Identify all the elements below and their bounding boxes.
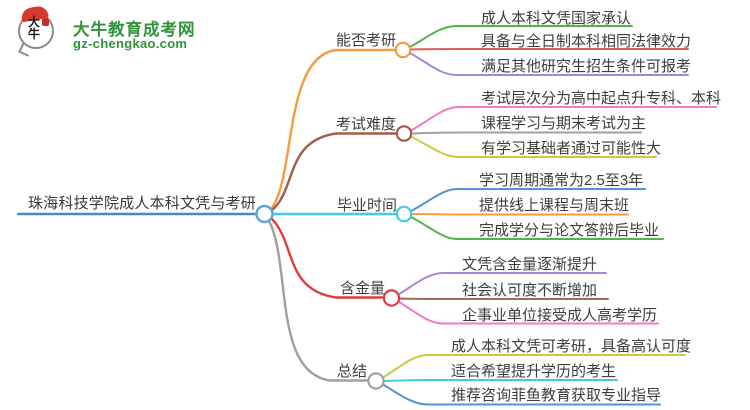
branch-line-summary [266,217,370,382]
site-logo[interactable]: 大 牛 大牛教育成考网 gz-chengkao.com [16,4,201,57]
subtopic-label[interactable]: 社会认可度不断增加 [462,282,598,299]
subtopic-label[interactable]: 具备与全日制本科相同法律效力 [481,33,692,50]
subtopic-label[interactable]: 学习周期通常为2.5至3年 [479,172,644,189]
subtopic-label[interactable]: 推荐咨询菲鱼教育获取专业指导 [451,387,662,404]
branch-line-difficulty [269,132,398,213]
subtopic-label[interactable]: 成人本科文凭国家承认 [481,10,632,27]
branch-node-circle[interactable] [395,125,413,142]
branch-node-circle[interactable] [382,289,401,307]
logo-char-bottom: 牛 [27,27,40,41]
subtopic-line [382,354,686,379]
subtopic-line [409,25,633,48]
branch-node-circle[interactable] [367,372,385,390]
branch-line-can-apply [269,48,397,211]
subtopic-line [410,106,717,132]
subtopic-label[interactable]: 文凭含金量逐渐提升 [462,256,598,273]
branch-node-circle[interactable] [394,41,412,59]
subtopic-line [409,52,689,76]
subtopic-label[interactable]: 提供线上课程与周末班 [479,197,630,214]
branch-topic-graduation-time[interactable]: 毕业时间 [337,197,398,214]
subtopic-line [410,135,657,158]
subtopic-line [398,297,609,300]
brand-url: gz-chengkao.com [73,36,188,51]
subtopic-line [410,188,646,212]
branch-topic-difficulty[interactable]: 考试难度 [336,116,397,133]
logo-calligraphy-text: 大 牛 [18,16,50,40]
branch-topic-value[interactable]: 含金量 [340,280,386,297]
brand-name: 大牛教育成考网 [73,21,196,39]
branch-node-circle[interactable] [395,205,413,223]
branch-topic-can-apply[interactable]: 能否考研 [336,32,397,49]
subtopic-label[interactable]: 完成学分与论文答辩后毕业 [479,222,660,239]
logo-seal-icon [42,18,49,26]
subtopic-line [397,300,659,325]
subtopic-label[interactable]: 成人本科文凭可考研，具备高认可度 [451,338,692,355]
logo-char-top: 大 [27,15,40,29]
subtopic-label[interactable]: 满足其他研究生招生条件可报考 [481,58,692,75]
branch-topic-summary[interactable]: 总结 [337,363,368,380]
subtopic-line [397,272,607,296]
subtopic-line [410,216,664,240]
subtopic-label[interactable]: 企事业单位接受成人高考学历 [462,307,658,324]
subtopic-line [409,48,689,51]
root-node-circle[interactable] [255,204,274,224]
subtopic-line [382,383,661,406]
subtopic-label[interactable]: 适合希望提升学历的考生 [451,363,617,380]
central-topic[interactable]: 珠海科技学院成人本科文凭与考研 [27,195,256,212]
subtopic-label[interactable]: 考试层次分为高中起点升专科、本科 [481,90,722,107]
branch-line-value [269,216,385,299]
subtopic-line [410,131,642,135]
subtopic-label[interactable]: 有学习基础者通过可能性大 [481,140,662,157]
subtopic-line [410,213,629,216]
subtopic-line [382,379,618,382]
subtopic-label[interactable]: 课程学习与期末考试为主 [481,115,647,132]
